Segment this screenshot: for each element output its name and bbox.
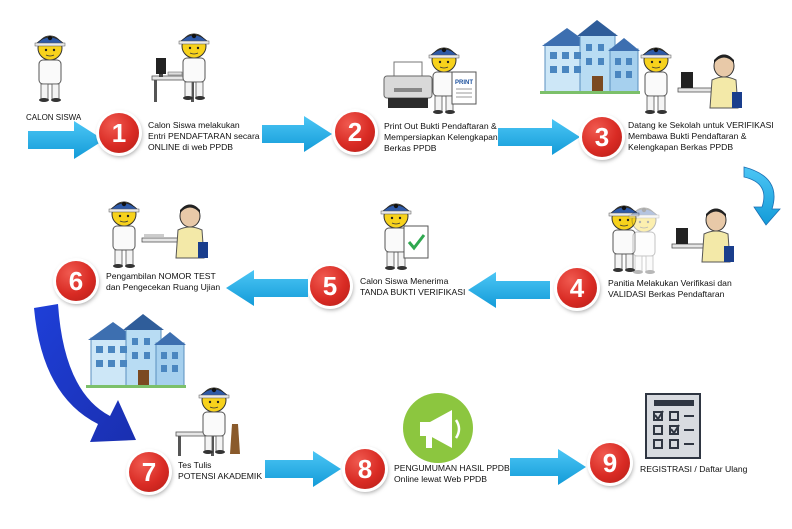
computer-desk-icon [151,33,210,103]
certificate-icon [403,225,429,259]
student-icon [30,32,70,102]
officer-icon [108,201,209,268]
document-icon: PRINT [451,71,477,105]
printer-text: PRINT [455,80,473,86]
start-label: CALON SISWA [26,113,82,122]
step-badge-2: 2 [335,112,375,152]
megaphone-icon [403,393,473,463]
officer-icon [677,54,743,109]
curved-arrow-icon [34,304,136,442]
step-badge-4: 4 [557,268,597,308]
school-building-icon [86,306,186,390]
arrow-icon [262,116,332,152]
step-badge-5: 5 [310,266,350,306]
step-badge-6: 6 [56,261,96,301]
student-desk-icon [175,387,240,456]
arrow-icon [510,449,586,485]
step-badge-9: 9 [590,443,630,483]
arrow-icon [468,272,550,308]
checklist-icon [645,393,701,459]
student-icon [636,44,676,114]
printer-icon [383,61,433,108]
step-badge-7: 7 [129,452,169,492]
step-badge-1: 1 [99,113,139,153]
step-label-9: REGISTRASI / Daftar Ulang [640,464,748,474]
step-badge-8: 8 [345,449,385,489]
arrow-icon [28,121,104,159]
step-badge-3: 3 [582,117,622,157]
curved-arrow-icon [743,166,781,226]
arrow-icon [498,119,580,155]
arrow-icon [265,451,341,487]
school-building-icon [540,14,640,94]
arrow-icon [226,270,308,306]
officer-icon [608,205,735,274]
step-label-2: Print Out Bukti Pendaftaran &Mempersiapk… [384,121,498,153]
